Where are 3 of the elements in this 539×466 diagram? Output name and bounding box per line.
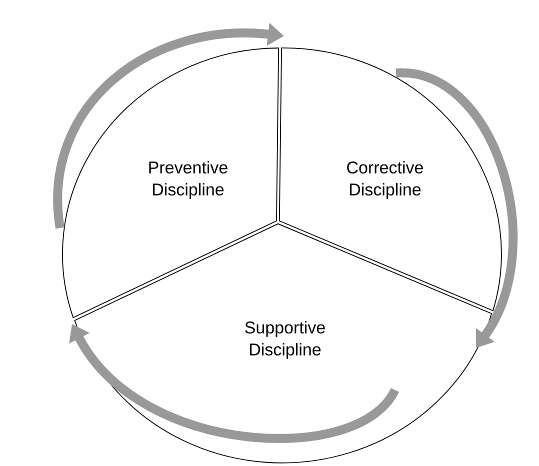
pie-sector: Corrective Discipline — [278, 47, 502, 312]
pie-sector: Supportive Discipline — [74, 223, 492, 464]
pie-sector: Preventive Discipline — [62, 48, 280, 318]
